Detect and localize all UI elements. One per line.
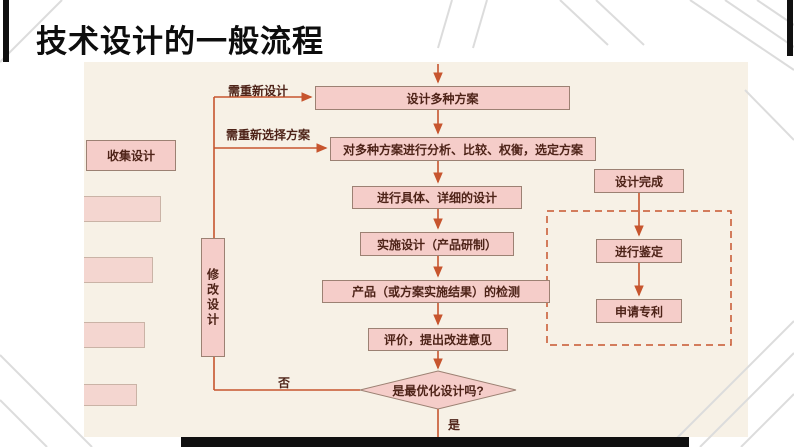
design-complete-box: 设计完成 [594,169,684,193]
flow-step-evaluate: 评价，提出改进意见 [368,328,508,351]
patent-box: 申请专利 [596,299,682,323]
redesign-label: 需重新设计 [228,84,289,98]
film-edge-left [3,0,9,62]
appraisal-box: 进行鉴定 [596,239,682,263]
scan-artifact [84,384,137,406]
flow-arrows [213,64,644,443]
scan-artifact [84,322,145,348]
flow-step-implement-design: 实施设计（产品研制） [360,232,514,256]
flow-step-product-testing: 产品（或方案实施结果）的检测 [322,280,550,303]
collect-design-box: 收集设计 [86,140,176,171]
film-edge-bottom [181,437,689,447]
flow-step-analyze-select: 对多种方案进行分析、比较、权衡，选定方案 [330,137,596,161]
page-title: 技术设计的一般流程 [36,24,324,59]
flow-step-detailed-design: 进行具体、详细的设计 [352,186,522,209]
no-label: 否 [278,376,291,390]
flow-step-design-schemes: 设计多种方案 [315,86,570,110]
scan-artifact [84,196,161,222]
film-edge-right [787,0,793,56]
dashed-group-border [546,210,732,346]
decision-diamond [359,370,517,410]
scan-artifact [84,257,153,283]
decision-label: 是最优化设计吗? [392,383,484,398]
yes-label: 是 [448,418,461,432]
reselect-label: 需重新选择方案 [226,128,311,142]
modify-design-box: 修改设计 [201,238,225,357]
